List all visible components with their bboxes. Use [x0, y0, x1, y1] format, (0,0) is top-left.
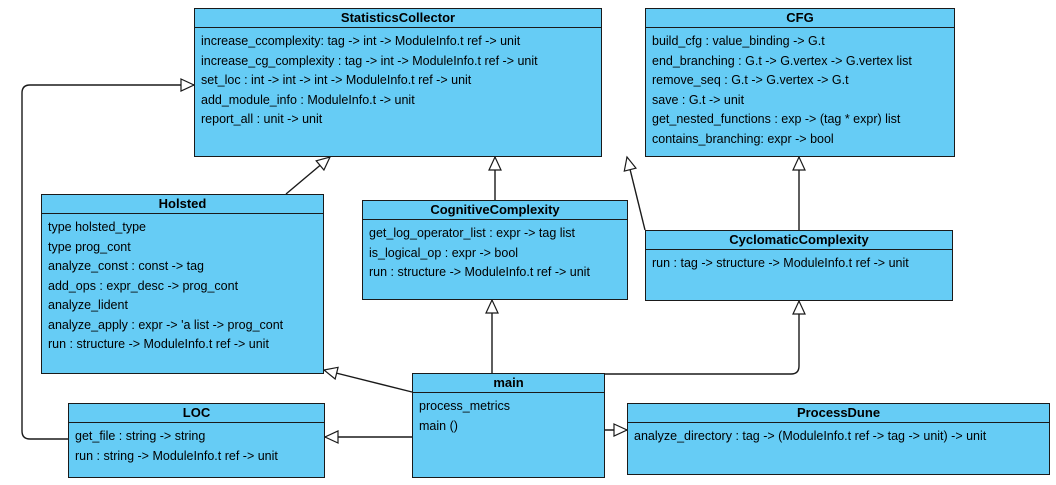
class-statistics-collector[interactable]: StatisticsCollector increase_ccomplexity… — [194, 8, 602, 157]
class-cyclomatic-complexity[interactable]: CyclomaticComplexity run : tag -> struct… — [645, 230, 953, 301]
member-list: run : tag -> structure -> ModuleInfo.t r… — [646, 250, 952, 278]
member-list: get_file : string -> string run : string… — [69, 423, 324, 470]
member-item: remove_seq : G.t -> G.vertex -> G.t — [652, 73, 849, 87]
member-item: get_nested_functions : exp -> (tag * exp… — [652, 112, 901, 126]
member-item: add_module_info : ModuleInfo.t -> unit — [201, 92, 415, 107]
member-item: analyze_directory : tag -> (ModuleInfo.t… — [634, 429, 987, 443]
class-title: Holsted — [42, 195, 323, 214]
member-item: run : string -> ModuleInfo.t ref -> unit — [75, 448, 278, 463]
member-item: contains_branching: expr -> bool — [652, 131, 834, 146]
member-item: run : tag -> structure -> ModuleInfo.t r… — [652, 256, 909, 270]
member-item: report_all : unit -> unit — [201, 112, 323, 126]
class-main[interactable]: main process_metrics main () — [412, 373, 605, 478]
class-title: CFG — [646, 9, 954, 28]
class-holsted[interactable]: Holsted type holsted_type type prog_cont… — [41, 194, 324, 374]
member-item: type holsted_type — [48, 220, 146, 234]
member-item: is_logical_op : expr -> bool — [369, 245, 519, 260]
member-item: run : structure -> ModuleInfo.t ref -> u… — [369, 265, 590, 279]
edge-main-cyclomatic — [605, 299, 806, 375]
member-item: type prog_cont — [48, 239, 131, 254]
member-item: main () — [419, 418, 458, 433]
member-list: build_cfg : value_binding -> G.t end_bra… — [646, 28, 954, 153]
class-process-dune[interactable]: ProcessDune analyze_directory : tag -> (… — [627, 403, 1050, 475]
member-item: run : structure -> ModuleInfo.t ref -> u… — [48, 337, 269, 351]
edge-loc-stats — [21, 78, 196, 440]
member-item: analyze_const : const -> tag — [48, 259, 204, 273]
member-item: analyze_apply : expr -> 'a list -> prog_… — [48, 317, 284, 332]
member-list: process_metrics main () — [413, 393, 604, 440]
member-item: build_cfg : value_binding -> G.t — [652, 34, 825, 48]
member-item: analyze_lident — [48, 298, 128, 312]
class-title: StatisticsCollector — [195, 9, 601, 28]
edge-holsted-stats — [285, 156, 332, 195]
member-item: increase_cg_complexity : tag -> int -> M… — [201, 53, 538, 68]
member-list: get_log_operator_list : expr -> tag list… — [363, 220, 627, 287]
member-item: process_metrics — [419, 399, 510, 413]
class-title: CognitiveComplexity — [363, 201, 627, 220]
class-cognitive-complexity[interactable]: CognitiveComplexity get_log_operator_lis… — [362, 200, 628, 300]
class-title: LOC — [69, 404, 324, 423]
class-cfg[interactable]: CFG build_cfg : value_binding -> G.t end… — [645, 8, 955, 157]
member-item: get_log_operator_list : expr -> tag list — [369, 226, 576, 240]
class-loc[interactable]: LOC get_file : string -> string run : st… — [68, 403, 325, 478]
member-list: analyze_directory : tag -> (ModuleInfo.t… — [628, 423, 1049, 451]
member-item: end_branching : G.t -> G.vertex -> G.ver… — [652, 53, 912, 68]
edge-cyclomatic-stats — [623, 155, 646, 231]
edge-main-holsted — [322, 366, 413, 393]
member-item: get_file : string -> string — [75, 429, 206, 443]
class-title: main — [413, 374, 604, 393]
member-item: save : G.t -> unit — [652, 92, 745, 107]
class-title: ProcessDune — [628, 404, 1049, 423]
member-item: set_loc : int -> int -> int -> ModuleInf… — [201, 73, 472, 87]
member-item: increase_ccomplexity: tag -> int -> Modu… — [201, 34, 521, 48]
class-title: CyclomaticComplexity — [646, 231, 952, 250]
member-list: type holsted_type type prog_cont analyze… — [42, 214, 323, 359]
member-item: add_ops : expr_desc -> prog_cont — [48, 278, 239, 293]
member-list: increase_ccomplexity: tag -> int -> Modu… — [195, 28, 601, 134]
